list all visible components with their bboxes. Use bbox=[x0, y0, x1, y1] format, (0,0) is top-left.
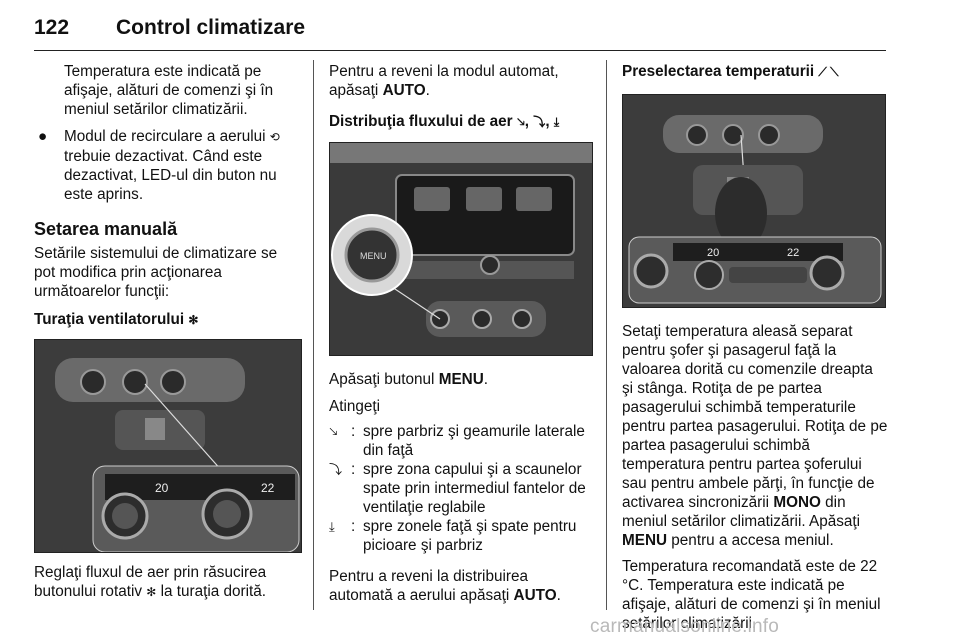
bullet-recirculation: ● Modul de recirculare a aerului ⟲ trebu… bbox=[34, 127, 302, 204]
subheading-air-distribution: Distribuţia fluxului de aer 🡖, ⤵, ⤓ bbox=[329, 113, 560, 130]
panel-temp-left: 20 bbox=[707, 247, 719, 259]
subheading-temperature-preset-text: Preselectarea temperaturii bbox=[622, 63, 815, 80]
paragraph-temperature-set-text-3: pentru a accesa meniul. bbox=[671, 532, 834, 549]
panel-temp-right: 22 bbox=[261, 481, 275, 495]
list-item: 🡖 : spre parbriz şi geamurile laterale d… bbox=[329, 422, 591, 460]
page-title: Control climatizare bbox=[116, 16, 306, 39]
paragraph-fan-adjust: Reglaţi fluxul de aer prin răsucirea but… bbox=[34, 563, 302, 602]
page-number: 122 bbox=[34, 16, 70, 39]
subheading-fan-speed-text: Turaţia ventilatorului bbox=[34, 311, 185, 328]
paragraph-press-menu-text: Apăsaţi butonul bbox=[329, 371, 435, 388]
column-1: Temperatura este indicată pe afişaje, al… bbox=[34, 62, 302, 602]
fan-icon: ✻ bbox=[146, 585, 157, 599]
paragraph-temperature-set-text-2: din meniul setărilor climatizării. Apăsa… bbox=[622, 494, 861, 530]
list-item-text: spre zonele faţă şi spate pentru picioar… bbox=[363, 518, 577, 554]
list-item-text: spre parbriz şi geamurile laterale din f… bbox=[363, 423, 585, 459]
footwell-air-icon: ⤓ bbox=[553, 115, 560, 129]
menu-knob-label: MENU bbox=[360, 251, 387, 261]
separator: : bbox=[351, 518, 356, 535]
paragraph-temperature-set: Setaţi temperatura aleasă separat pentru… bbox=[622, 322, 888, 550]
paragraph-touch: Atingeţi bbox=[329, 398, 381, 415]
separator: : bbox=[351, 423, 356, 440]
fan-control-photo: 20 22 bbox=[34, 339, 302, 553]
paragraph-temperature-set-text: Setaţi temperatura aleasă separat pentru… bbox=[622, 323, 888, 511]
paragraph-recommended-temperature: Temperatura recomandată este de 22 °C. T… bbox=[622, 558, 881, 632]
footwell-air-icon: ⤓ bbox=[329, 519, 335, 534]
temperature-adjust-icon: ⟋ ⟍ bbox=[818, 65, 839, 79]
auto-label: AUTO bbox=[513, 587, 557, 604]
list-item: ⤵ : spre zona capului şi a scaunelor spa… bbox=[329, 460, 591, 517]
windscreen-air-icon: 🡖 bbox=[516, 115, 525, 129]
auto-label: AUTO bbox=[382, 82, 426, 99]
period: . bbox=[556, 587, 561, 604]
period: . bbox=[483, 371, 489, 388]
windscreen-air-icon: 🡖 bbox=[329, 424, 338, 439]
column-divider bbox=[606, 60, 607, 610]
mono-label: MONO bbox=[773, 494, 821, 511]
period: . bbox=[425, 82, 430, 99]
section-heading-manual: Setarea manuală bbox=[34, 219, 178, 239]
temperature-control-photo: 20 22 bbox=[622, 94, 886, 308]
subheading-fan-speed: Turaţia ventilatorului ✻ bbox=[34, 310, 302, 330]
head-air-icon: ⤵ bbox=[533, 115, 546, 129]
paragraph-temperature-display: Temperatura este indicată pe afişaje, al… bbox=[64, 63, 274, 118]
paragraph-auto-distribution-text: Pentru a reveni la distribuirea automată… bbox=[329, 568, 528, 604]
panel-temp-left: 20 bbox=[155, 481, 169, 495]
distribution-list: 🡖 : spre parbriz şi geamurile laterale d… bbox=[329, 422, 591, 555]
paragraph-auto-mode: Pentru a reveni la modul automat, apăsaţ… bbox=[329, 62, 591, 100]
fan-icon: ✻ bbox=[188, 313, 199, 327]
list-item: ⤓ : spre zonele faţă şi spate pentru pic… bbox=[329, 517, 591, 555]
paragraph-fan-adjust-text: Reglaţi fluxul de aer prin răsucirea but… bbox=[34, 564, 267, 600]
paragraph-press-menu: Apăsaţi butonul MENU. bbox=[329, 370, 591, 389]
paragraph-fan-adjust-text-end: la turaţia dorită. bbox=[160, 583, 266, 600]
menu-label: MENU bbox=[622, 532, 668, 549]
head-air-icon: ⤵ bbox=[329, 462, 343, 477]
subheading-air-distribution-text: Distribuţia fluxului de aer bbox=[329, 113, 513, 130]
air-distribution-photo: MENU bbox=[329, 142, 593, 356]
subheading-temperature-preset: Preselectarea temperaturii ⟋ ⟍ bbox=[622, 62, 888, 82]
column-3: Preselectarea temperaturii ⟋ ⟍ 20 22 Set… bbox=[622, 62, 888, 633]
recirculation-icon: ⟲ bbox=[269, 130, 280, 144]
paragraph-auto-distribution: Pentru a reveni la distribuirea automată… bbox=[329, 567, 591, 605]
bullet-dot: ● bbox=[38, 128, 48, 145]
separator: : bbox=[351, 461, 356, 478]
column-divider bbox=[313, 60, 314, 610]
bullet-text-cont: trebuie dezactivat. Când este dezactivat… bbox=[64, 148, 277, 203]
column-2: Pentru a reveni la modul automat, apăsaţ… bbox=[329, 62, 593, 605]
bullet-text: Modul de recirculare a aerului bbox=[64, 128, 266, 145]
watermark: carmanualsonline.info bbox=[590, 616, 780, 637]
list-item-text: spre zona capului şi a scaunelor spate p… bbox=[363, 461, 586, 516]
page-header: 122 Control climatizare bbox=[34, 16, 886, 51]
menu-label: MENU bbox=[438, 371, 484, 388]
panel-temp-right: 22 bbox=[787, 247, 799, 259]
paragraph-auto-text: Pentru a reveni la modul automat, apăsaţ… bbox=[329, 63, 559, 99]
paragraph-manual: Setările sistemului de climatizare se po… bbox=[34, 245, 278, 300]
